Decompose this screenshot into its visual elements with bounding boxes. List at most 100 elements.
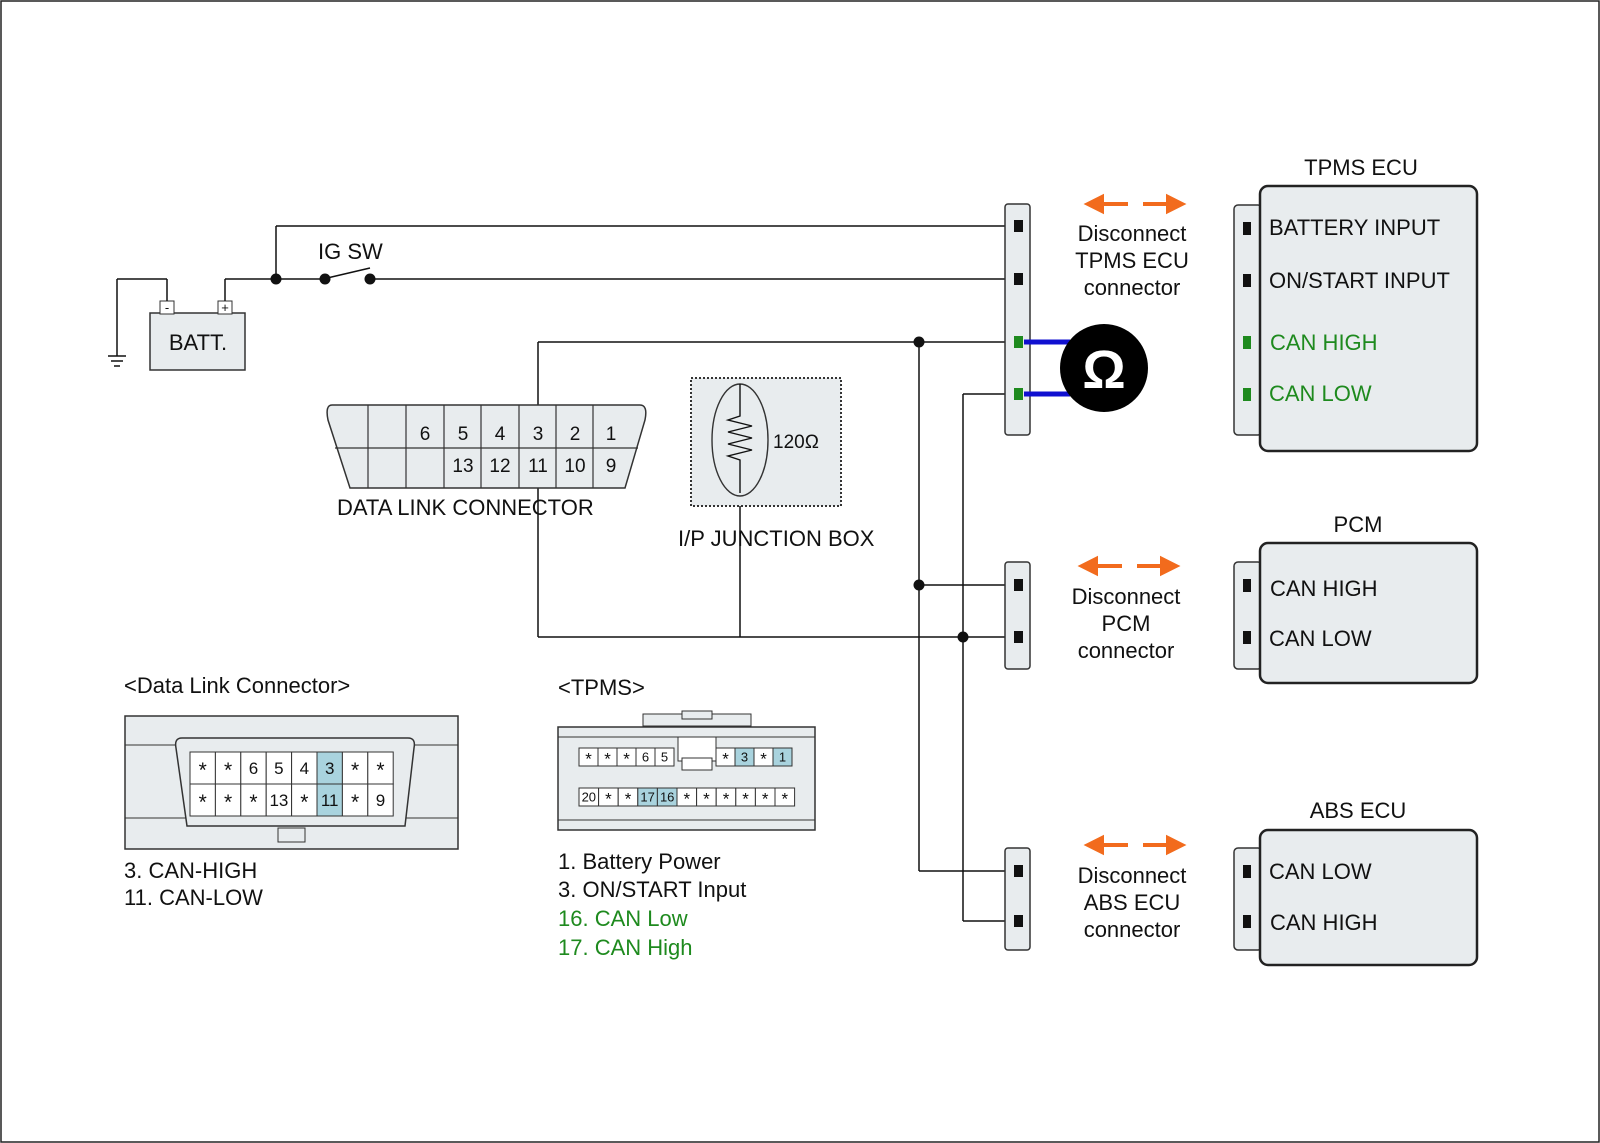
tpms-pin-label: CAN HIGH	[1270, 330, 1378, 355]
tpms-face-pin-number: 3	[741, 750, 748, 765]
dlc-pin: 12	[489, 456, 510, 477]
pcm-pin-label: CAN LOW	[1269, 626, 1372, 651]
tpms-face-pin-number: *	[703, 790, 710, 809]
tpms-face-pin-number: *	[742, 790, 749, 809]
tpms-face-pin-number: 6	[642, 750, 649, 765]
dlc-face-pin-number: 13	[269, 791, 288, 810]
dlc-face-note: 11. CAN-LOW	[124, 885, 263, 910]
dlc-pin: 10	[564, 456, 585, 477]
dlc-pin: 11	[528, 456, 548, 477]
dlc-face-pin-number: *	[351, 791, 359, 814]
tpms-face-pin-number: *	[604, 750, 611, 769]
tpms-face-pin-number: 1	[779, 750, 786, 765]
abs-pin-label: CAN HIGH	[1270, 910, 1378, 935]
dlc-face-pin-number: *	[199, 791, 207, 814]
can-wires	[537, 341, 1010, 922]
tpms-disconnect-line: Disconnect	[1078, 221, 1187, 246]
dlc-title: DATA LINK CONNECTOR	[337, 495, 594, 520]
abs-ecu-title: ABS ECU	[1310, 798, 1407, 823]
dlc-face-pin-number: *	[351, 759, 359, 782]
tpms-face-title: <TPMS>	[558, 675, 645, 700]
connector-cavity	[367, 751, 394, 785]
connector-cavity	[772, 747, 793, 767]
connector-cavity	[654, 747, 675, 767]
dlc-pin: 4	[495, 424, 506, 445]
tpms-face-pin-number: 20	[582, 790, 596, 805]
dlc-face-pin-number: *	[224, 759, 232, 782]
abs-disconnect-line: Disconnect	[1078, 863, 1187, 888]
pcm-disconnect-line: connector	[1078, 638, 1175, 663]
pcm-title: PCM	[1334, 512, 1383, 537]
tpms-face-pin-number: 17	[640, 790, 654, 805]
connector-cavity	[341, 751, 369, 785]
ground-icon	[108, 278, 168, 367]
tpms-face-pin-number: 5	[661, 750, 668, 765]
tpms-face-pin-number: *	[625, 790, 632, 809]
dlc-face-pin-number: *	[199, 759, 207, 782]
tpms-face-pin-number: *	[605, 790, 612, 809]
dlc-face-pin-number: 11	[321, 791, 339, 810]
connector-cavity	[774, 787, 796, 807]
dlc-pin: 3	[533, 424, 544, 445]
dlc-face-pin-number: *	[224, 791, 232, 814]
tpms-face-pin-number: *	[762, 790, 769, 809]
dlc-face-pin-number: 9	[376, 791, 385, 810]
dlc-face-pin-number: *	[249, 791, 257, 814]
tpms-face-pin-number: *	[722, 750, 729, 769]
abs-harness-connector	[1004, 847, 1031, 951]
pcm-pin-label: CAN HIGH	[1270, 576, 1378, 601]
tpms-ecu: TPMS ECU BATTERY INPUT ON/START INPUT CA…	[1233, 155, 1479, 453]
switch-contact	[364, 273, 376, 285]
dlc-face-pin-number: *	[300, 791, 308, 814]
junction-dot	[270, 273, 282, 285]
connector-cavity	[240, 783, 267, 817]
connector-cavity	[189, 783, 216, 817]
ohm-meter: Ω	[1024, 324, 1148, 412]
tpms-face-pin-number: *	[760, 750, 767, 769]
junction-box: 120Ω I/P JUNCTION BOX	[678, 377, 875, 551]
battery-label: BATT.	[169, 330, 227, 355]
tpms-ecu-title: TPMS ECU	[1304, 155, 1418, 180]
pcm: PCM CAN HIGH CAN LOW	[1233, 512, 1479, 685]
tpms-pin-label: CAN LOW	[1269, 381, 1372, 406]
dlc-pin: 5	[458, 424, 469, 445]
junction-dot	[957, 631, 969, 643]
ohm-symbol: Ω	[1082, 340, 1125, 400]
pcm-disconnect-line: PCM	[1102, 611, 1151, 636]
tpms-face-pin-number: 16	[660, 790, 674, 805]
tpms-face-note: 17. CAN High	[558, 935, 693, 960]
tpms-disconnect-line: connector	[1084, 275, 1181, 300]
power-wires	[224, 225, 1010, 301]
dlc-face-pin-number: 5	[274, 759, 283, 778]
dlc-face-pin-number: *	[376, 759, 384, 782]
connector-cavity	[214, 783, 242, 817]
junction-box-title: I/P JUNCTION BOX	[678, 526, 875, 551]
disconnect-arrow-icon	[1077, 193, 1187, 856]
switch-contact	[319, 273, 331, 285]
connector-cavity	[265, 783, 293, 817]
dlc-face-pin-number: 6	[249, 759, 258, 778]
tpms-pin-label: BATTERY INPUT	[1269, 215, 1440, 240]
abs-ecu: ABS ECU CAN LOW CAN HIGH	[1233, 798, 1479, 967]
abs-disconnect-line: ABS ECU	[1084, 890, 1181, 915]
dlc-pin: 13	[452, 456, 473, 477]
tpms-face-pin-number: *	[723, 790, 730, 809]
tpms-face-pin-number: *	[623, 750, 630, 769]
ig-switch-label: IG SW	[318, 239, 383, 264]
battery-pos-label: +	[221, 300, 229, 315]
tpms-face-note: 3. ON/START Input	[558, 877, 746, 902]
resistor-value: 120Ω	[773, 432, 819, 453]
tpms-face-pin-number: *	[585, 750, 592, 769]
connector-cavity	[316, 783, 343, 817]
junction-dot	[913, 336, 925, 348]
dlc-pin: 9	[606, 456, 617, 477]
dlc-face-note: 3. CAN-HIGH	[124, 858, 257, 883]
pcm-harness-connector	[1004, 561, 1031, 670]
tpms-face-note: 1. Battery Power	[558, 849, 721, 874]
tpms-face-pin-number: *	[683, 790, 690, 809]
data-link-connector: 6 5 4 3 2 1 13 12 11 10 9 DATA LINK CONN…	[326, 404, 647, 520]
